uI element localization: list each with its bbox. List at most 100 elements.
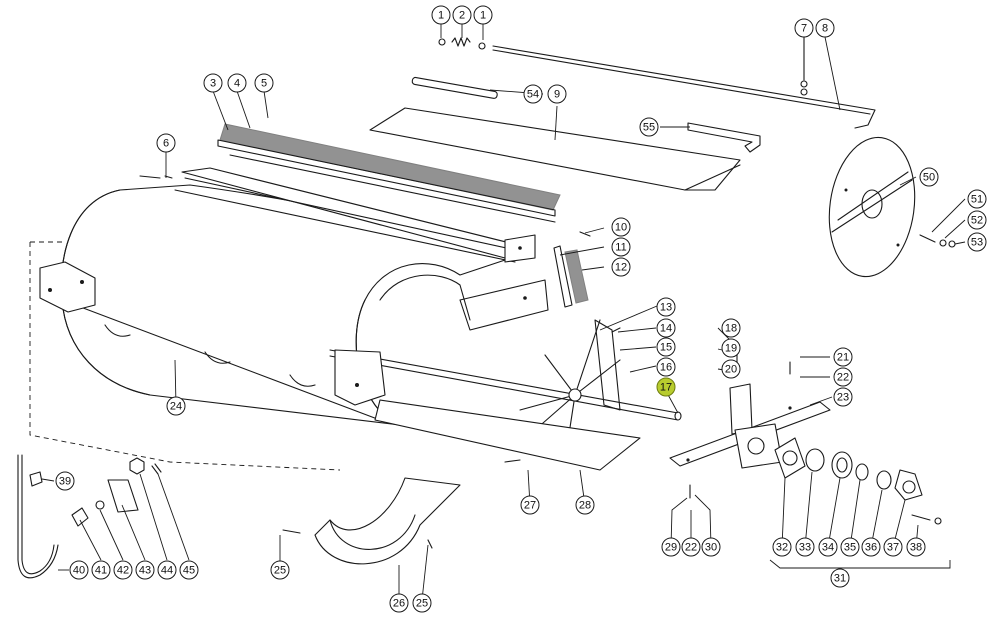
- callout-number: 5: [261, 78, 267, 90]
- callout-25: 25: [412, 593, 432, 613]
- callout-number: 1: [438, 10, 444, 22]
- callout-number: 14: [660, 323, 672, 335]
- callout-30: 30: [701, 537, 721, 557]
- callout-53: 53: [967, 232, 987, 252]
- callout-number: 23: [837, 392, 849, 404]
- callout-number: 15: [660, 342, 672, 354]
- callout-number: 1: [480, 10, 486, 22]
- callout-22: 22: [681, 537, 701, 557]
- seal-strips: [217, 123, 561, 223]
- callout-number: 28: [579, 500, 591, 512]
- callout-2: 2: [452, 5, 472, 25]
- callout-number: 16: [660, 362, 672, 374]
- callout-number: 3: [210, 78, 216, 90]
- callout-29: 29: [661, 537, 681, 557]
- callout-42: 42: [113, 560, 133, 580]
- callout-number: 42: [117, 565, 129, 577]
- callout-number: 4: [234, 78, 240, 90]
- callout-7: 7: [794, 18, 814, 38]
- callout-number: 29: [665, 542, 677, 554]
- rotor-shaft: [329, 319, 682, 471]
- callout-19: 19: [721, 338, 741, 358]
- callout-10: 10: [611, 217, 631, 237]
- callout-50: 50: [919, 167, 939, 187]
- callout-number: 37: [887, 542, 899, 554]
- long-rod-8: [492, 45, 876, 129]
- callout-number: 30: [705, 542, 717, 554]
- callout-number: 21: [837, 352, 849, 364]
- callout-number: 8: [822, 23, 828, 35]
- callout-34: 34: [818, 537, 838, 557]
- callout-38: 38: [906, 537, 926, 557]
- callout-number: 26: [393, 598, 405, 610]
- callout-number: 24: [170, 401, 182, 413]
- callout-28: 28: [575, 495, 595, 515]
- callout-26: 26: [389, 593, 409, 613]
- callout-number: 17: [660, 382, 672, 394]
- callout-14: 14: [656, 318, 676, 338]
- callout-number: 38: [910, 542, 922, 554]
- callout-number: 18: [725, 323, 737, 335]
- callout-1: 1: [431, 5, 451, 25]
- callout-number: 6: [163, 138, 169, 150]
- callout-number: 22: [685, 542, 697, 554]
- support-bracket: [669, 383, 831, 469]
- callout-3: 3: [203, 73, 223, 93]
- callout-35: 35: [840, 537, 860, 557]
- callout-22: 22: [833, 367, 853, 387]
- callout-number: 10: [615, 222, 627, 234]
- fasteners: [139, 36, 956, 549]
- callout-number: 50: [923, 172, 935, 184]
- callout-21: 21: [833, 347, 853, 367]
- callout-number: 13: [660, 302, 672, 314]
- callout-1: 1: [473, 5, 493, 25]
- callout-41: 41: [91, 560, 111, 580]
- callout-33: 33: [795, 537, 815, 557]
- callout-40: 40: [69, 560, 89, 580]
- callout-number: 7: [801, 23, 807, 35]
- callout-number: 25: [274, 565, 286, 577]
- callout-number: 20: [725, 364, 737, 376]
- callout-number: 41: [95, 565, 107, 577]
- curved-shield: [314, 477, 461, 565]
- callout-24: 24: [166, 396, 186, 416]
- callout-20: 20: [721, 359, 741, 379]
- top-rail: [174, 167, 549, 331]
- callout-number: 31: [834, 573, 846, 585]
- callout-54: 54: [523, 84, 543, 104]
- callout-43: 43: [135, 560, 155, 580]
- callout-number: 32: [776, 542, 788, 554]
- callout-number: 27: [524, 500, 536, 512]
- cable-and-fittings: [17, 454, 162, 579]
- leader-lines: [41, 24, 966, 601]
- callout-4: 4: [227, 73, 247, 93]
- callout-number: 40: [73, 565, 85, 577]
- callout-5: 5: [254, 73, 274, 93]
- callout-number: 19: [725, 343, 737, 355]
- callout-11: 11: [611, 237, 631, 257]
- callout-45: 45: [179, 560, 199, 580]
- callout-36: 36: [861, 537, 881, 557]
- callout-16: 16: [656, 357, 676, 377]
- rod-54: [411, 76, 498, 99]
- callout-6: 6: [156, 133, 176, 153]
- callout-18: 18: [721, 318, 741, 338]
- callout-15: 15: [656, 337, 676, 357]
- callout-number: 12: [615, 262, 627, 274]
- callout-8: 8: [815, 18, 835, 38]
- callout-39: 39: [55, 471, 75, 491]
- callout-number: 43: [139, 565, 151, 577]
- callout-51: 51: [967, 189, 987, 209]
- callout-number: 52: [971, 215, 983, 227]
- callout-32: 32: [772, 537, 792, 557]
- callout-number: 36: [865, 542, 877, 554]
- callout-number: 9: [554, 89, 560, 101]
- callout-13: 13: [656, 297, 676, 317]
- callout-31: 31: [830, 568, 850, 588]
- end-disc: [828, 136, 916, 278]
- bearing-assembly: [774, 437, 923, 501]
- callout-number: 2: [459, 10, 465, 22]
- handle-55: [687, 122, 761, 153]
